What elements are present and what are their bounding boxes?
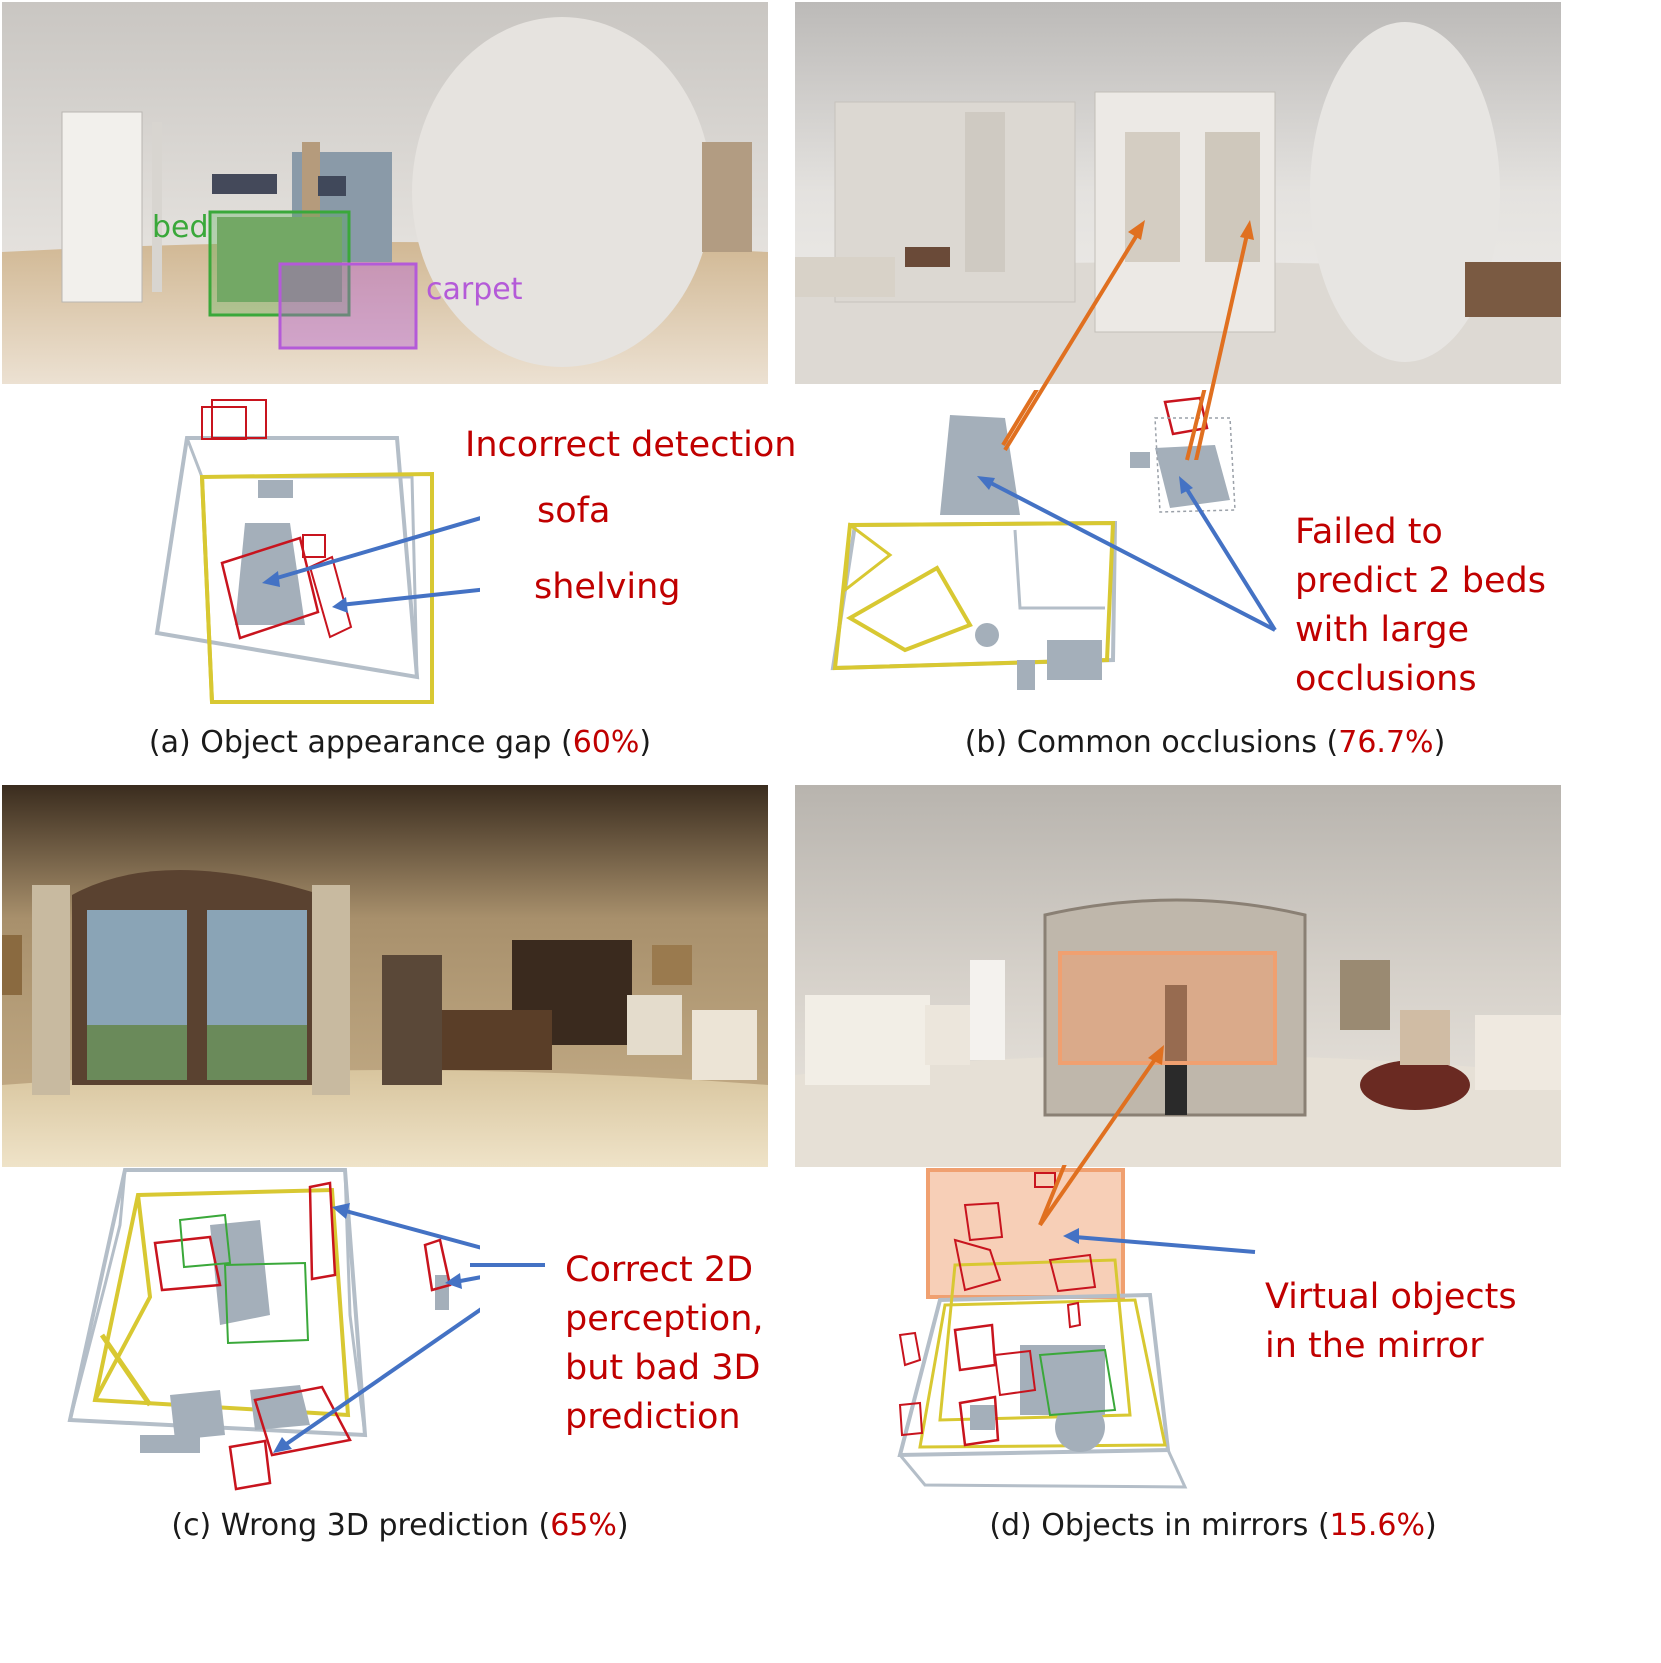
caption-a: (a) Object appearance gap (60%) xyxy=(148,725,652,760)
annotation-shelving: shelving xyxy=(534,567,681,607)
annotation-occlusions: occlusions xyxy=(1295,659,1477,699)
layout-diagram-d xyxy=(880,1165,1210,1505)
caption-c-percentage: 65% xyxy=(550,1508,617,1543)
orange-arrow-d-upper xyxy=(1038,1045,1164,1227)
panorama-c xyxy=(2,785,768,1167)
layout-diagram-a xyxy=(140,395,480,715)
annotation-predict-2-beds: predict 2 beds xyxy=(1295,561,1546,601)
caption-a-percentage: 60% xyxy=(572,725,640,760)
annotation-prediction: prediction xyxy=(565,1397,741,1437)
layout-diagram-b xyxy=(795,390,1595,720)
annotation-virtual-objects: Virtual objects xyxy=(1265,1277,1517,1317)
layout-diagram-c xyxy=(60,1165,480,1505)
caption-c: (c) Wrong 3D prediction (65%) xyxy=(171,1508,629,1543)
caption-d: (d) Objects in mirrors (15.6%) xyxy=(989,1508,1437,1543)
annotation-correct-2d: Correct 2D xyxy=(565,1250,754,1290)
label-carpet: carpet xyxy=(426,272,523,307)
annotation-in-the-mirror: in the mirror xyxy=(1265,1326,1484,1366)
annotation-perception: perception, xyxy=(565,1299,764,1339)
caption-b: (b) Common occlusions (76.7%) xyxy=(964,725,1446,760)
annotation-failed-to: Failed to xyxy=(1295,512,1443,552)
annotation-but-bad-3d: but bad 3D xyxy=(565,1348,761,1388)
annotation-incorrect-detection: Incorrect detection xyxy=(465,425,797,465)
panorama-b xyxy=(795,2,1561,384)
label-bed: bed xyxy=(152,210,209,245)
panorama-d xyxy=(795,785,1561,1167)
caption-b-percentage: 76.7% xyxy=(1338,725,1434,760)
panorama-a xyxy=(2,2,768,384)
caption-d-percentage: 15.6% xyxy=(1329,1508,1425,1543)
blue-arrow-d xyxy=(1063,1228,1256,1254)
annotation-sofa: sofa xyxy=(537,491,611,531)
orange-arrows-b-upper xyxy=(1003,220,1254,460)
blue-arrows-c-right xyxy=(470,1263,545,1267)
annotation-with-large: with large xyxy=(1295,610,1470,650)
